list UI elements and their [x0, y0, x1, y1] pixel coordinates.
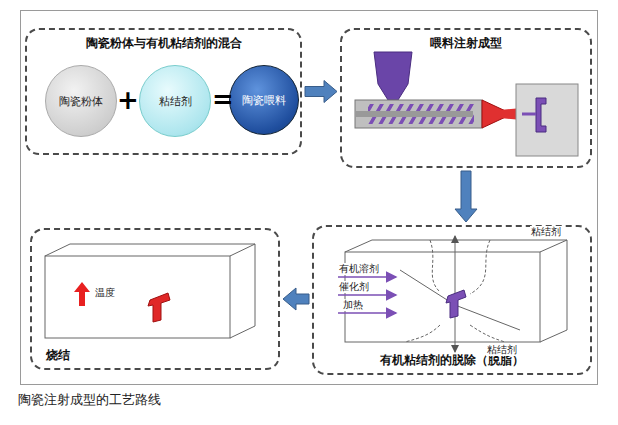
figure-caption: 陶瓷注射成型的工艺路线	[18, 391, 161, 409]
part-purple	[446, 290, 466, 318]
sintering-furnace	[45, 244, 255, 338]
flow-arrow	[305, 81, 337, 103]
process-stage-box: 陶瓷粉体与有机粘结剂的混合陶瓷粉体 粘结剂 陶瓷喂料	[25, 28, 302, 155]
operator-sign: =	[211, 86, 235, 112]
material-name: 陶瓷喂料	[242, 93, 286, 108]
process-label: 加热	[342, 299, 364, 311]
process-label: 粘结剂	[530, 226, 562, 238]
stage-title: 烧结	[46, 347, 278, 364]
material-name: 陶瓷粉体	[59, 94, 103, 109]
process-stage-box: 喂料注射成型	[340, 28, 592, 168]
injection-machine	[355, 52, 578, 156]
material-name: 粘结剂	[159, 94, 192, 109]
flow-arrow	[455, 171, 477, 222]
flow-arrow	[283, 288, 309, 310]
process-label: 粘结剂	[486, 344, 518, 356]
temperature-arrow	[74, 282, 90, 306]
frame	[21, 11, 598, 385]
material-circle: 陶瓷喂料	[229, 65, 299, 135]
debinding-chamber	[338, 236, 567, 352]
material-circle: 粘结剂	[139, 65, 211, 137]
stage-title: 有机粘结剂的脱除（脱脂）	[314, 352, 590, 369]
part-red	[148, 293, 170, 322]
stage-title: 喂料注射成型	[342, 35, 590, 52]
material-circle: 陶瓷粉体	[45, 65, 117, 137]
process-label: 有机溶剂	[338, 263, 380, 275]
process-label: 温度	[94, 287, 116, 299]
process-label: 催化剂	[338, 281, 370, 293]
operator-sign: +	[116, 87, 140, 113]
stage-title: 陶瓷粉体与有机粘结剂的混合	[27, 35, 300, 52]
process-stage-box: 烧结	[30, 228, 280, 370]
